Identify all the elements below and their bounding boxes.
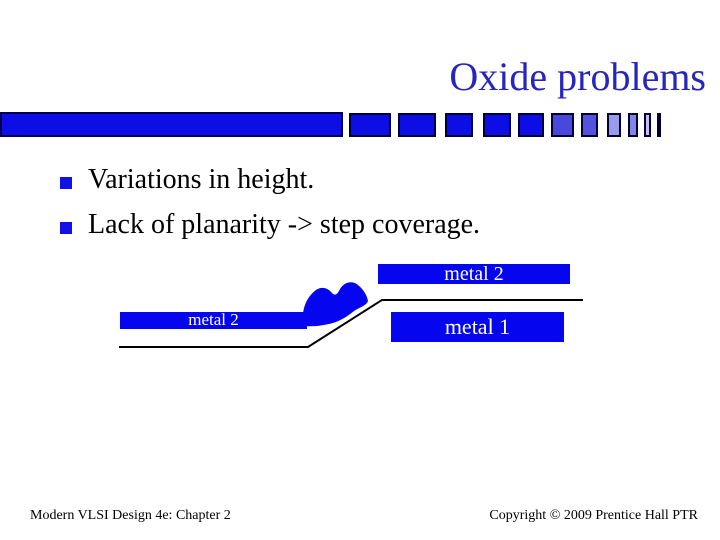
metal1-label: metal 1 bbox=[444, 314, 511, 339]
decor-bar-segment bbox=[628, 113, 638, 137]
decor-bar-segment bbox=[657, 113, 661, 137]
footer-copyright: Copyright © 2009 Prentice Hall PTR bbox=[489, 508, 698, 523]
decor-bar-segment bbox=[551, 113, 574, 137]
footer-book-title: Modern VLSI Design 4e: Chapter 2 bbox=[30, 508, 231, 523]
bullet-item: Variations in height. bbox=[88, 164, 315, 195]
metal1-rect: metal 1 bbox=[391, 312, 564, 342]
bullet-item: Lack of planarity -> step coverage. bbox=[88, 209, 481, 240]
metal-bulge-blob bbox=[303, 282, 368, 327]
metal2-left-rect: metal 2 bbox=[120, 310, 307, 329]
decor-bar-segment bbox=[644, 113, 651, 137]
metal2-left-label: metal 2 bbox=[188, 310, 239, 329]
decor-bar-segment bbox=[607, 113, 621, 137]
page-title: Oxide problems bbox=[449, 54, 706, 99]
bullet-square-icon bbox=[60, 177, 72, 189]
metal2-upper-label: metal 2 bbox=[444, 263, 504, 285]
decor-bar-segment bbox=[349, 113, 391, 137]
decor-bar-segment bbox=[518, 113, 544, 137]
metal2-upper-rect: metal 2 bbox=[378, 264, 570, 284]
decor-bar-segment bbox=[581, 113, 598, 137]
decor-bar-segment bbox=[483, 113, 511, 137]
decor-bar-main bbox=[0, 112, 343, 137]
decor-bar-segment bbox=[445, 113, 473, 137]
bullet-square-icon bbox=[60, 222, 72, 234]
decor-bar-segment bbox=[398, 113, 436, 137]
